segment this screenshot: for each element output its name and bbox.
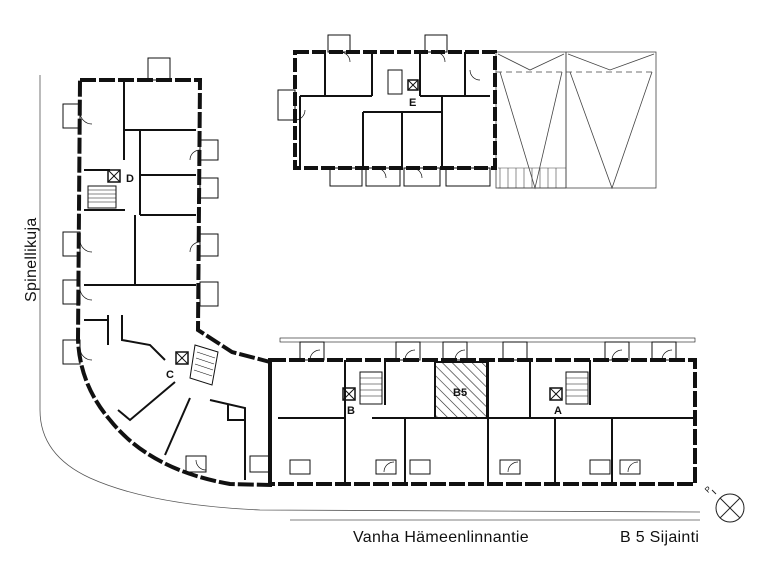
building-west-wing xyxy=(62,57,272,488)
sheet-label: B 5 Sijainti xyxy=(620,529,699,546)
carport-canopy xyxy=(495,51,657,190)
building-south-wing xyxy=(268,337,697,486)
street-label-west: Spinellikuja xyxy=(23,217,40,302)
site-boundary xyxy=(39,75,701,521)
stairwell-b-label: B xyxy=(347,405,355,417)
north-arrow-icon xyxy=(711,489,745,523)
stairwell-e-label: E xyxy=(409,97,416,109)
stairwell-a-label: A xyxy=(554,405,562,417)
building-north xyxy=(277,34,497,187)
north-arrow-letter: P xyxy=(703,485,713,495)
stairwell-c-label: C xyxy=(166,369,174,381)
street-label-south: Vanha Hämeenlinnantie xyxy=(353,529,529,546)
stairwell-d-label: D xyxy=(126,173,134,185)
unit-b5-label: B5 xyxy=(453,387,467,399)
unit-b5-highlight xyxy=(434,361,488,419)
